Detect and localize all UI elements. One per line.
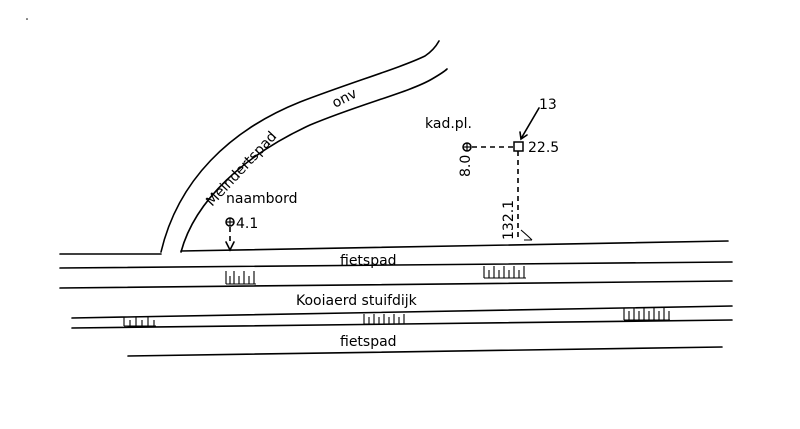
kad-pl-label: kad.pl. [425,116,472,132]
dist-4-1-label: 4.1 [236,216,258,232]
fietspad-bottom-lower-edge [127,346,723,357]
fietspad-lower-edge [59,261,733,269]
curb-hatch-4 [363,314,406,325]
curb-hatch-5 [623,308,670,321]
fietspad-bottom-label: fietspad [340,334,397,350]
dist-22-5-label: 22.5 [528,140,559,156]
point-13-base-mark [520,229,533,241]
point-13-arrowhead [519,131,528,141]
meindertspad-left-edge [160,40,440,253]
road-name-label: Kooiaerd stuifdijk [296,293,418,309]
road-lower-edge [71,305,733,319]
kad-pl-marker [462,142,472,152]
road-upper-edge [59,280,733,289]
naambord-label: naambord [226,191,298,207]
top-edge-right [180,240,729,252]
speck-mark [26,18,28,20]
curb-hatch-2 [483,266,526,279]
curb-hatch-3 [123,317,156,327]
dist-132-1-label: 132.1 [501,200,517,240]
point-13-label: 13 [539,97,557,113]
curb-hatch-1 [225,271,256,285]
point-13-leader [521,107,540,138]
meindertspad-right-edge [180,68,448,253]
dist-8-0-label: 8.0 [458,155,474,177]
point-13-marker [513,141,524,152]
fietspad-top-label: fietspad [340,253,397,269]
naambord-marker [225,217,235,227]
naambord-offset-arrow [225,241,235,252]
